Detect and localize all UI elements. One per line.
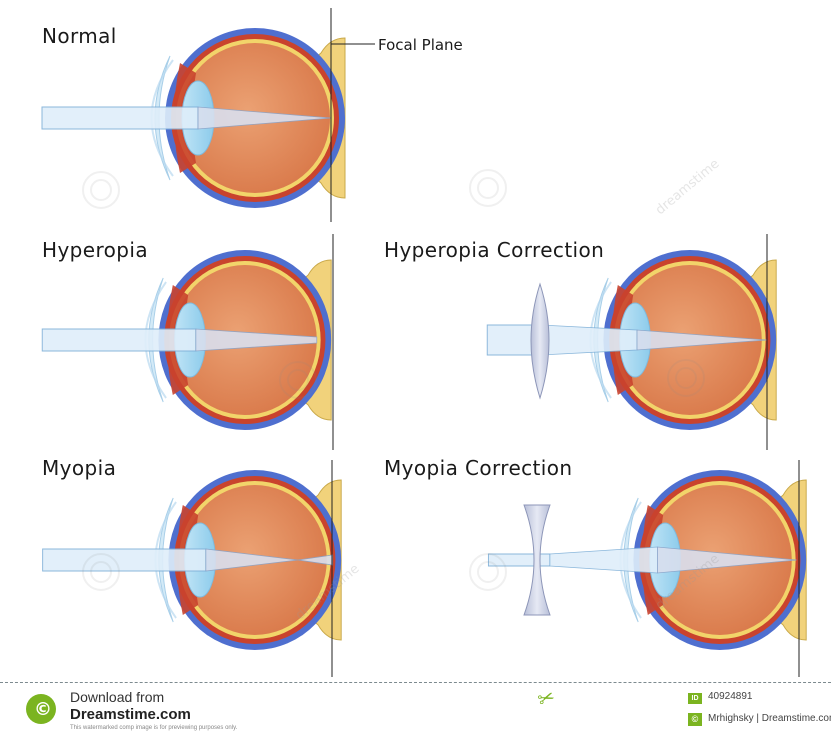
panel-normal bbox=[42, 28, 345, 208]
eye-refraction-diagram: dreamstime dreamstime dreamstime bbox=[0, 0, 831, 680]
watermark-text: dreamstime bbox=[653, 156, 722, 218]
download-line-2: Dreamstime.com bbox=[70, 706, 191, 723]
stock-footer: © Download from Dreamstime.com This wate… bbox=[0, 682, 831, 739]
light-beam bbox=[42, 329, 196, 351]
download-note: This watermarked comp image is for previ… bbox=[70, 725, 237, 731]
panel-title-hyperopia-correction: Hyperopia Correction bbox=[384, 238, 604, 262]
focal-plane-label: Focal Plane bbox=[378, 36, 463, 54]
light-beam bbox=[42, 107, 198, 129]
id-badge: ID bbox=[688, 693, 702, 704]
panel-title-myopia: Myopia bbox=[42, 456, 116, 480]
credit-text: Mrhighsky | Dreamstime.com bbox=[708, 713, 831, 724]
light-beam bbox=[43, 549, 206, 571]
panel-hyperopia bbox=[42, 250, 331, 430]
scissors-icon: ✂ bbox=[534, 684, 558, 713]
image-id: 40924891 bbox=[708, 691, 753, 702]
panel-title-myopia-correction: Myopia Correction bbox=[384, 456, 572, 480]
panel-title-normal: Normal bbox=[42, 24, 117, 48]
panel-title-hyperopia: Hyperopia bbox=[42, 238, 148, 262]
convex-lens bbox=[531, 284, 549, 398]
dreamstime-logo-icon: © bbox=[26, 694, 56, 724]
copyright-badge: © bbox=[688, 713, 702, 726]
download-line-1: Download from bbox=[70, 689, 164, 705]
